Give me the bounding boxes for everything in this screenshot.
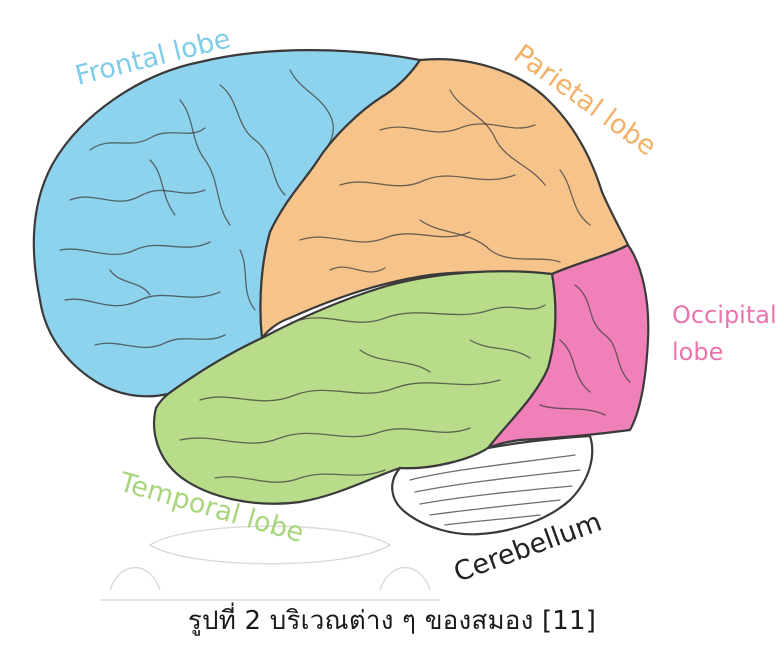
occipital-lobe-label-line2: lobe	[672, 338, 723, 366]
figure-caption: รูปที่ 2 บริเวณต่าง ๆ ของสมอง [11]	[0, 600, 784, 641]
occipital-lobe-label-line1: Occipital	[672, 301, 777, 329]
